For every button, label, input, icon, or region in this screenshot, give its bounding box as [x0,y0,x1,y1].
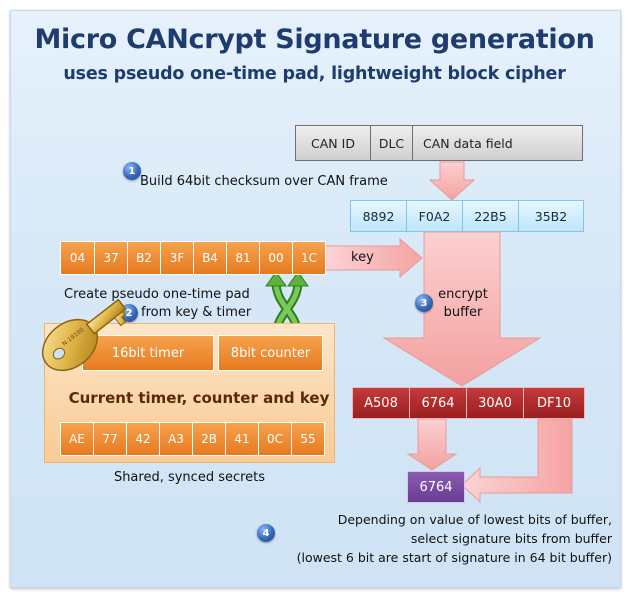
step-3-text-line1: encrypt [438,287,488,302]
step-3-badge: 3 [415,294,433,312]
secret-key-byte: AE [60,422,94,456]
key-label: key [351,250,374,265]
arrow-select-to-signature [406,418,458,471]
secret-key-byte: 77 [93,422,127,456]
step-2-text-line2: from key & timer [141,305,252,320]
secret-key-byte: 42 [126,422,160,456]
arrow-buffer-to-signature [461,418,573,504]
pad-byte: B2 [127,241,161,275]
step-4-line3: (lowest 6 bit are start of signature in … [296,550,612,565]
timer-field: 16bit timer [82,335,214,371]
signature-value: 6764 [407,471,465,503]
counter-field: 8bit counter [218,335,323,371]
step-1-badge: 1 [123,162,141,180]
arrow-encrypt [382,231,542,387]
secrets-caption: Shared, synced secrets [113,470,266,485]
step-4-badge: 4 [257,524,275,542]
pad-byte: B4 [193,241,227,275]
pad-byte: 1C [292,241,326,275]
diagram-title: Micro CANcrypt Signature generation [34,24,595,55]
secret-key-byte: 55 [291,422,325,456]
secret-key-byte: 2B [192,422,226,456]
checksum-word: 35B2 [518,200,584,232]
arrow-key [324,237,423,279]
step-4-line2: select signature bits from buffer [410,531,612,546]
checksum-word: 22B5 [462,200,519,232]
step-4-line1: Depending on value of lowest bits of buf… [337,512,612,527]
secrets-title: Current timer, counter and key [68,389,330,407]
secret-key-byte: 0C [258,422,292,456]
step-2-text-line1: Create pseudo one-time pad [64,287,250,302]
encrypted-word: 6764 [409,387,467,419]
can-id-field: CAN ID [295,125,371,161]
step-3-text-line2: buffer [443,305,483,320]
secret-key-byte: A3 [159,422,193,456]
can-data-field: CAN data field [412,125,583,161]
encrypted-word: 30A0 [466,387,524,419]
pad-byte: 04 [60,241,95,275]
pad-byte: 81 [226,241,260,275]
step-1-text: Build 64bit checksum over CAN frame [140,174,388,189]
arrow-can-to-checksum [428,161,476,201]
diagram-subtitle: uses pseudo one-time pad, lightweight bl… [63,64,566,84]
checksum-word: 8892 [350,200,407,232]
encrypted-word: A508 [352,387,410,419]
encrypted-word: DF10 [523,387,585,419]
checksum-word: F0A2 [406,200,463,232]
